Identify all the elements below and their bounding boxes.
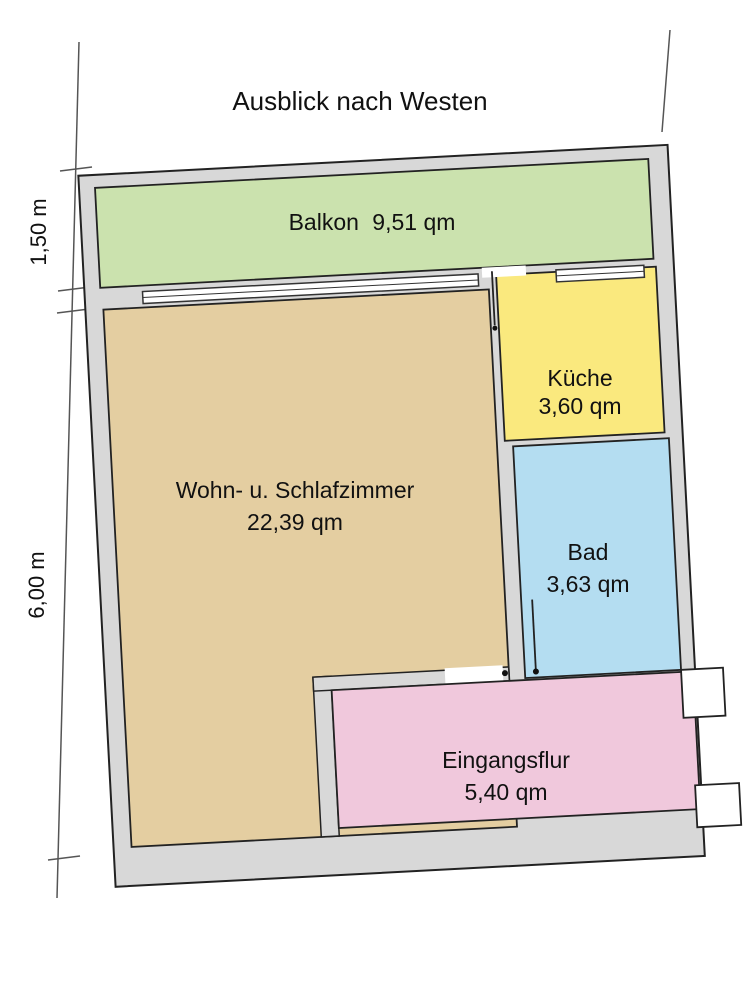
balcony-door-leaf [491,271,496,326]
exterior-pillar [694,782,743,829]
living-hall-door-opening [444,665,504,687]
entrance-hall-name: Eingangsflur [442,747,570,773]
bathroom-door-hinge-dot-left [501,670,508,677]
property-boundary-line-top-right [661,29,671,133]
property-boundary-line-left [56,41,80,899]
dim-tick-balcony-top [59,166,93,172]
bathroom-door-hinge-dot-right [532,668,539,675]
dimension-label-balcony-depth: 1,50 m [26,198,51,265]
entrance-hall-area [330,670,702,829]
kitchen-area-text: 3,60 qm [538,393,621,419]
balcony-label: Balkon 9,51 qm [289,209,456,235]
page-title: Ausblick nach Westen [232,86,487,116]
living-room-area-text: 22,39 qm [247,509,343,535]
entrance-door [680,666,727,719]
bathroom-area-text: 3,63 qm [546,571,629,597]
kitchen-window-midline [556,270,645,277]
floor-plan-group [77,143,743,888]
bathroom-name: Bad [568,539,609,565]
balcony-name: Balkon [289,209,359,235]
kitchen-name: Küche [547,365,612,391]
dim-tick-apartment-top [56,308,90,314]
balcony-area [94,157,655,289]
living-room-window-midline [142,279,479,299]
living-room-name: Wohn- u. Schlafzimmer [176,477,415,503]
dim-tick-apartment-bottom [47,855,81,861]
dimension-label-apartment-depth: 6,00 m [24,551,49,618]
entrance-hall-area-text: 5,40 qm [464,779,547,805]
bathroom-door-leaf [531,599,537,673]
balcony-area-text: 9,51 qm [372,209,455,235]
balcony-door-hinge-dot [492,325,498,331]
bathroom-area [512,437,682,680]
